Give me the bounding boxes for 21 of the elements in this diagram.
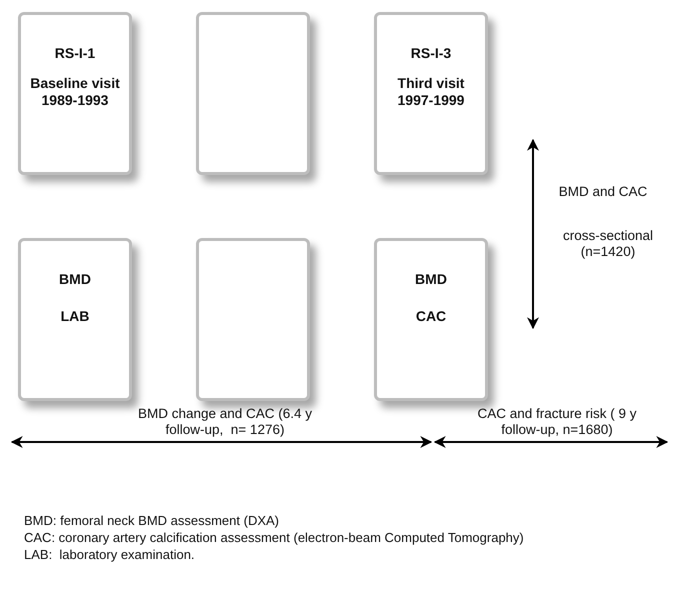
card-text: Third visit 1997-1999 xyxy=(396,75,466,109)
legend-text: LAB: laboratory examination. xyxy=(24,547,196,563)
card-heading: RS-I-3 xyxy=(410,45,452,62)
legend-text: CAC: coronary artery calcification assessment (electron-beam Computed Tomography) xyxy=(24,530,525,546)
empty-card xyxy=(196,238,310,401)
card-text: Baseline visit 1989-1993 xyxy=(30,75,120,109)
legend-text: BMD: femoral neck BMD assessment (DXA) xyxy=(24,513,280,529)
visit-card xyxy=(18,238,132,401)
card-heading: BMD xyxy=(415,271,447,288)
annotation-text: cross-sectional (n=1420) xyxy=(562,228,654,260)
annotation-text: BMD change and CAC (6.4 y follow-up, n= 1276) xyxy=(136,406,314,438)
card-heading: RS-I-1 xyxy=(54,45,96,62)
annotation-text: BMD and CAC xyxy=(558,184,648,200)
visit-card xyxy=(18,12,132,175)
empty-card xyxy=(196,12,310,175)
visit-card xyxy=(374,12,488,175)
card-heading: BMD xyxy=(59,271,91,288)
card-text: CAC xyxy=(416,308,446,325)
visit-card xyxy=(374,238,488,401)
card-text: LAB xyxy=(60,308,90,325)
annotation-text: CAC and fracture risk ( 9 y follow-up, n=1680) xyxy=(476,406,638,438)
